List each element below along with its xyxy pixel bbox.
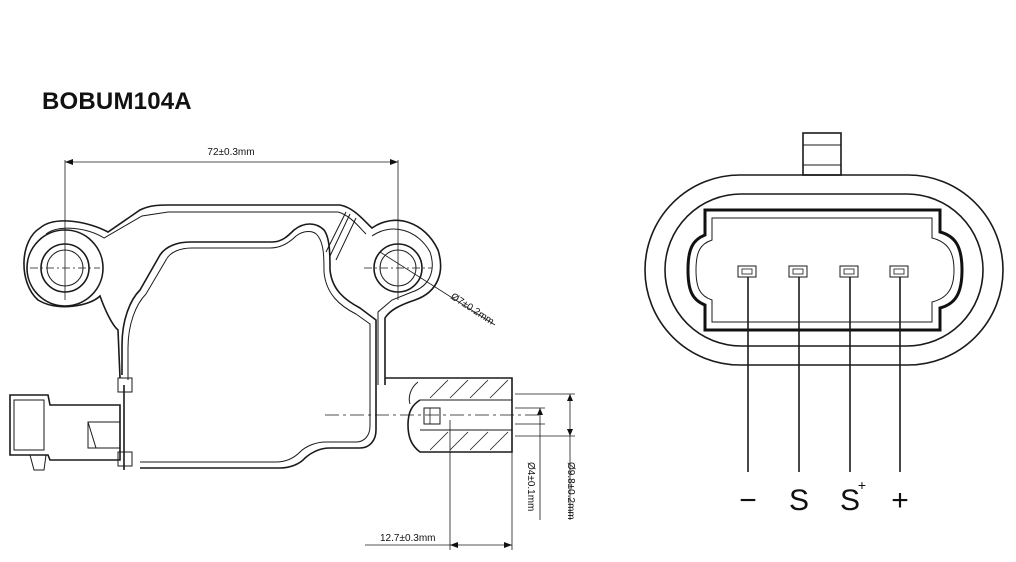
pin-2 xyxy=(788,265,808,472)
pin-label-4: + xyxy=(891,484,909,517)
dim-boot-depth-label: 12.7±0.3mm xyxy=(380,533,436,544)
dim-outer-bore-label: Ø9.8±0.2mm xyxy=(565,462,576,520)
pin-label-1: − xyxy=(739,484,757,517)
dim-inner-bore-label: Ø4±0.1mm xyxy=(525,462,536,511)
pin-3 xyxy=(839,265,859,472)
pin-4 xyxy=(889,265,909,472)
pin-1 xyxy=(737,265,757,472)
pin-label-3: S xyxy=(840,484,860,517)
coil-side-view xyxy=(9,160,540,471)
dimension-outer-bore: Ø9.8±0.2mm xyxy=(515,393,576,520)
dimension-boot-depth: 12.7±0.3mm xyxy=(365,420,513,550)
dim-hole-diameter-label: Ø7±0.2mm xyxy=(448,291,495,327)
dimension-72mm: 72±0.3mm xyxy=(65,147,398,165)
part-number-title: BOBUM104A xyxy=(42,88,192,115)
connector-face-view xyxy=(644,132,1004,472)
dim-hole-spacing-label: 72±0.3mm xyxy=(207,147,254,158)
pin-label-2: S xyxy=(789,484,809,517)
dimension-inner-bore: Ø4±0.1mm xyxy=(515,407,545,520)
dimension-hole-diameter: Ø7±0.2mm xyxy=(379,251,496,327)
pin-label-3-superscript: + xyxy=(858,477,866,493)
